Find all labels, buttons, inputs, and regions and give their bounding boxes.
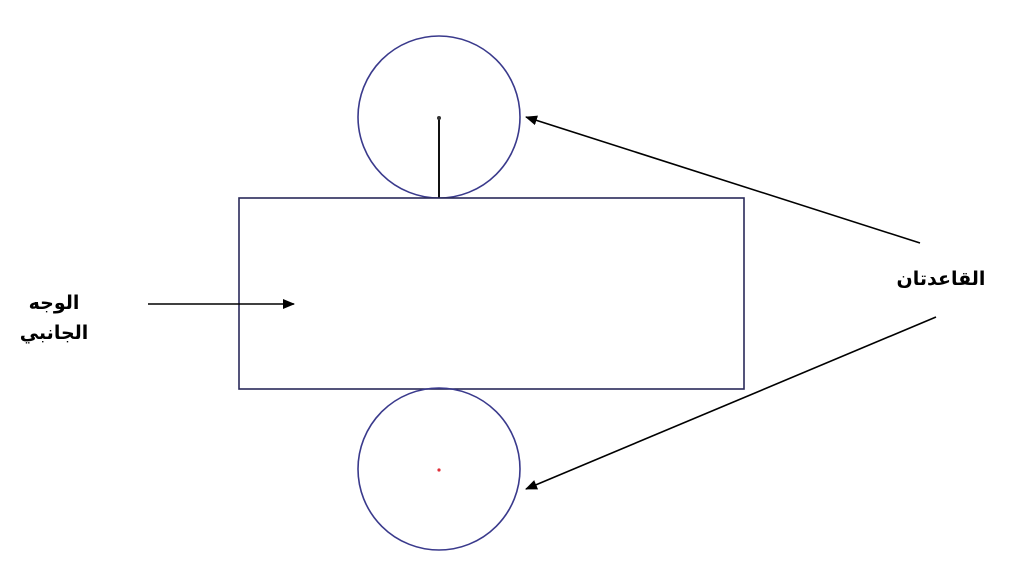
lateral-face-rectangle [238,197,745,390]
top-circle-center-dot [437,116,441,120]
bottom-circle-center-dot [437,468,441,472]
lateral-face-label-line1: الوجه [28,292,80,314]
lateral-face-label: الوجه الجانبي [4,288,104,348]
bases-label: القاعدتان [896,268,986,290]
bottom-base-circle [357,387,521,551]
bases-arrow-bottom [525,316,937,490]
lateral-face-label-line2: الجانبي [19,322,89,344]
bases-arrow-top [525,115,921,244]
